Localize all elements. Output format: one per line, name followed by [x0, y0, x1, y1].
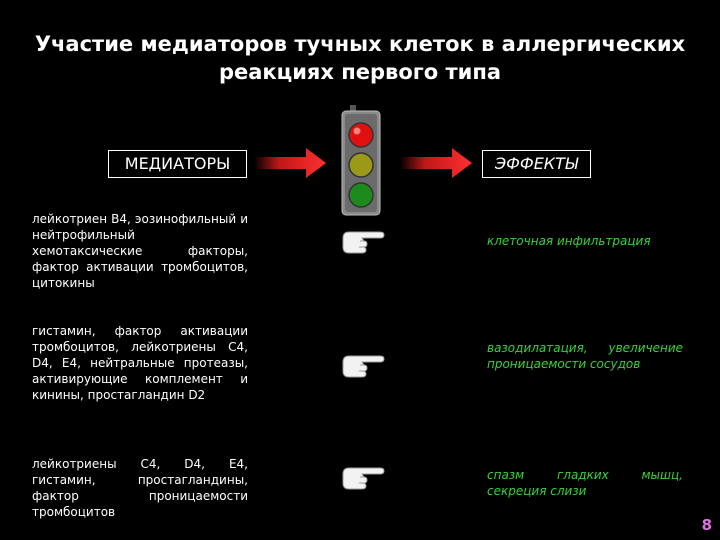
mediator-text: лейкотриены C4, D4, E4, гистамин, проста…	[32, 456, 248, 520]
pointing-hand-icon	[340, 228, 386, 256]
effects-header: ЭФФЕКТЫ	[482, 150, 591, 178]
yellow-light	[349, 153, 373, 177]
effect-text: вазодилатация, увеличение проницаемости …	[487, 340, 683, 372]
traffic-light-icon	[336, 105, 386, 221]
red-light	[349, 123, 373, 147]
mediator-text: лейкотриен B4, эозинофильный и нейтрофил…	[32, 211, 248, 291]
pointing-hand-icon	[340, 464, 386, 492]
page-number: 8	[702, 516, 712, 534]
title-line-1: Участие медиаторов тучных клеток в аллер…	[0, 30, 720, 58]
mediator-text: гистамин, фактор активации тромбоцитов, …	[32, 323, 248, 403]
title-line-2: реакциях первого типа	[0, 58, 720, 86]
effect-text: клеточная инфильтрация	[487, 233, 683, 249]
slide-title: Участие медиаторов тучных клеток в аллер…	[0, 30, 720, 86]
green-light	[349, 183, 373, 207]
mediators-header: МЕДИАТОРЫ	[108, 150, 247, 178]
effect-text: спазм гладких мышц, секреция слизи	[487, 467, 683, 499]
pointing-hand-icon	[340, 352, 386, 380]
arrow-right-icon	[400, 146, 474, 180]
arrow-right-icon	[254, 146, 328, 180]
